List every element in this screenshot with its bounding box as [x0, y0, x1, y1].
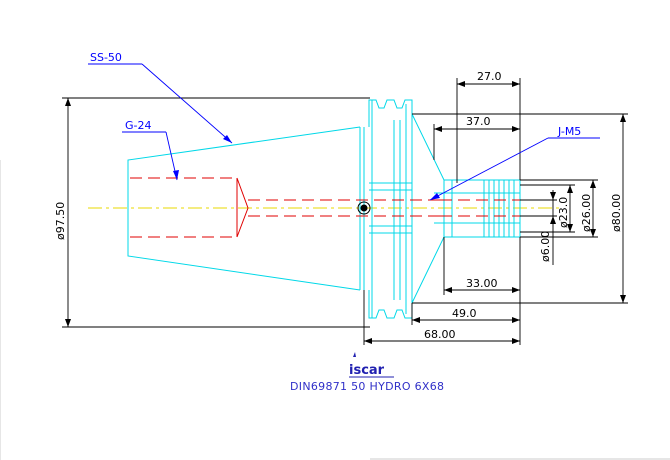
- brand-logo: iscar: [349, 352, 394, 378]
- hidden-bore: [130, 177, 545, 238]
- dim-length-37: 37.0: [466, 115, 491, 128]
- screw-head: [357, 201, 371, 215]
- g-24-label: G-24: [125, 119, 152, 132]
- screw-core: [360, 204, 368, 212]
- dim-length-68: 68.00: [424, 328, 456, 341]
- dim-length-49: 49.0: [452, 307, 477, 320]
- dim-diameter-23: ø23.0: [557, 197, 570, 228]
- ss-50-label: SS-50: [90, 51, 122, 64]
- dim-diameter-6: ø6.00: [539, 231, 552, 262]
- leader-lines: [88, 63, 600, 201]
- hydraulic-nose: [411, 113, 521, 304]
- dim-length-27: 27.0: [477, 70, 502, 83]
- j-m5-label: J-M5: [557, 125, 581, 138]
- flange: [368, 99, 413, 319]
- dim-length-33: 33.00: [466, 277, 498, 290]
- dimension-lines: [62, 78, 628, 345]
- part-caption: DIN69871 50 HYDRO 6X68: [290, 380, 444, 393]
- brand-logo-text: iscar: [349, 363, 385, 378]
- dim-diameter-26: ø26.00: [580, 194, 593, 232]
- dim-diameter-80: ø80.00: [610, 194, 623, 232]
- dim-diameter-97-50: ø97.50: [54, 202, 67, 240]
